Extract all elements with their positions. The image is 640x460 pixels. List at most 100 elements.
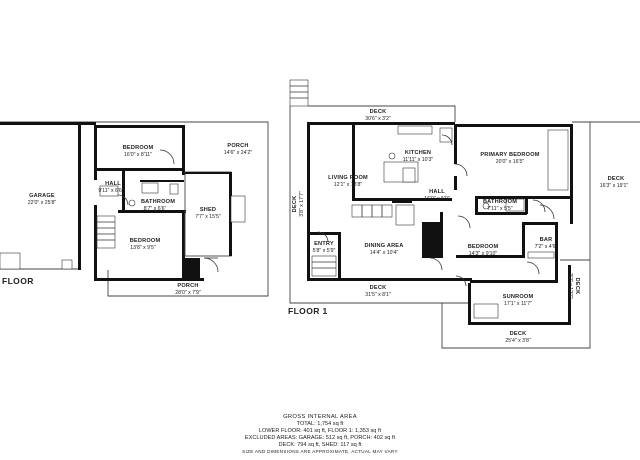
door-swing-1 (159, 149, 175, 165)
room-name-sunroom: SUNROOM (503, 294, 534, 300)
summary-deck-shed: DECK: 794 sq ft, SHED: 117 sq ft (279, 442, 362, 448)
room-name-deck-right: DECK (608, 176, 625, 182)
living-kitchen-wall (352, 122, 355, 200)
stair-block (182, 258, 200, 280)
summary-disclaimer: SIZE AND DIMENSIONS ARE APPROXIMATE, ACT… (242, 449, 398, 454)
shed-top-wall (185, 172, 231, 174)
room-dims-bathroom: 8'7" x 6'6" (144, 206, 167, 212)
floor-1-label: FLOOR 1 (288, 306, 328, 316)
lower-bottom-wall (94, 278, 204, 281)
room-dims-hall: 9'11" x 6'6" (98, 188, 123, 194)
lower-stairs (96, 215, 116, 249)
room-dims-living-room: 12'1" x 18'8" (334, 182, 363, 188)
door-swing-f1-6 (455, 275, 467, 287)
room-name-bedroom-2: BEDROOM (130, 238, 161, 244)
door-swing-f1-7 (539, 204, 555, 220)
deck-bar-label-group: DECK 3'2" x 12'7" (567, 273, 580, 299)
room-dims-bedroom-2: 13'8" x 9'5" (130, 245, 156, 251)
door-swing-f1-4 (317, 231, 329, 243)
hall-closet (99, 185, 119, 197)
room-name-porch-top: PORCH (227, 143, 248, 149)
room-dims-deck-top: 30'6" x 3'2" (365, 116, 391, 122)
room-name-bathroom-f1: BATHROOM (483, 199, 517, 205)
room-dims-bedroom-f1: 14'3" x 9'10" (469, 251, 498, 257)
garage-door (0, 252, 21, 270)
f1-top-wall-right (455, 124, 573, 127)
room-dims-deck-bottom: 31'5" x 8'1" (365, 292, 391, 298)
entry-stairs (311, 255, 337, 277)
room-name-deck-bottom: DECK (370, 285, 387, 291)
shed-right-wall (229, 172, 232, 256)
interior-stairs (351, 204, 415, 226)
f1-lower-right-bottom (470, 280, 558, 283)
bath-shower (505, 198, 525, 212)
room-name-hall: HALL (105, 181, 121, 187)
room-dims-deck-bar: 3'2" x 12'7" (567, 273, 573, 299)
room-name-bedroom-1: BEDROOM (123, 145, 154, 151)
bedroom-right-wall (522, 222, 525, 258)
hall-stub-wall (392, 200, 412, 203)
deck-left-label-group: DECK 3'8" x 17'7" (292, 191, 305, 217)
room-dims-deck-right: 16'3" x 19'1" (600, 183, 629, 189)
door-swing-3 (117, 194, 129, 206)
room-name-bathroom: BATHROOM (141, 199, 175, 205)
bathroom-bottom-wall (475, 212, 527, 215)
sunroom-left-wall (468, 322, 570, 325)
room-name-dining-area: DINING AREA (365, 243, 404, 249)
door-swing-f1-2 (532, 199, 546, 213)
lower-floor-plan: GARAGE 22'0" x 25'8" BEDROOM 16'0" x 8'1… (0, 121, 269, 297)
bathroom-right-wall (525, 196, 528, 214)
room-dims-kitchen: 11'11" x 10'3" (403, 157, 434, 163)
room-name-deck-bar: DECK (574, 278, 580, 295)
room-name-deck-left: DECK (292, 196, 298, 213)
bar-top-wall (522, 222, 558, 225)
deck-left-boundary (289, 106, 468, 304)
f1-left-wall (307, 122, 310, 280)
f1-right-wall (570, 124, 573, 224)
room-dims-entry: 5'8" x 5'9" (313, 248, 336, 254)
bath-top-wall (140, 180, 184, 182)
room-dims-hall-f1: 16'0" x 5'9" (424, 196, 450, 202)
room-name-entry: ENTRY (314, 241, 334, 247)
room-name-kitchen: KITCHEN (405, 150, 431, 156)
summary-total: TOTAL: 1,754 sq ft (297, 421, 344, 427)
primary-left-wall-2 (454, 176, 457, 190)
room-dims-porch-bottom: 28'0" x 7'9" (175, 290, 201, 296)
room-dims-primary-bedroom: 20'0" x 16'5" (496, 159, 525, 165)
primary-closet (547, 129, 569, 191)
f1-right-lower-wall (555, 222, 558, 282)
room-name-primary-bedroom: PRIMARY BEDROOM (480, 152, 539, 158)
bedroom-left-wall (440, 212, 443, 258)
outdoor-stairs (289, 79, 309, 107)
room-dims-dining-area: 14'4" x 10'4" (370, 250, 399, 256)
f1-top-wall-left (307, 122, 455, 125)
bar-counter (527, 251, 555, 259)
sunroom-right-wall (568, 265, 571, 325)
lower-right-wall (182, 125, 185, 175)
lower-left-wall-2 (94, 205, 97, 281)
shed-window (230, 195, 246, 223)
kitchen-sink (388, 152, 396, 160)
room-name-bar: BAR (540, 237, 553, 243)
lower-porch-boundary (0, 121, 269, 297)
hall-divider (122, 168, 125, 212)
hall-bottom-wall (352, 198, 452, 201)
summary-floors: LOWER FLOOR: 401 sq ft, FLOOR 1: 1,353 s… (259, 428, 382, 434)
lower-left-wall (94, 125, 97, 180)
room-name-deck-top: DECK (370, 109, 387, 115)
sunroom-bench (473, 303, 499, 319)
kitchen-primary-wall (454, 124, 457, 164)
room-name-hall-f1: HALL (429, 189, 445, 195)
room-dims-bathroom-f1: 7'11" x 5'5" (487, 206, 512, 212)
room-name-porch-bottom: PORCH (177, 283, 198, 289)
room-dims-porch-top: 14'6" x 24'2" (224, 150, 253, 156)
bath-bottom-wall (118, 210, 186, 213)
room-name-shed: SHED (200, 207, 216, 213)
primary-bottom-wall (475, 196, 573, 199)
room-dims-shed: 7'7" x 15'5" (195, 214, 221, 220)
room-dims-bar: 7'2" x 4'6" (535, 244, 558, 250)
room-dims-deck-left: 3'8" x 17'7" (299, 191, 305, 217)
room-name-living-room: LIVING ROOM (328, 175, 368, 181)
f1-bottom-wall (307, 278, 472, 281)
